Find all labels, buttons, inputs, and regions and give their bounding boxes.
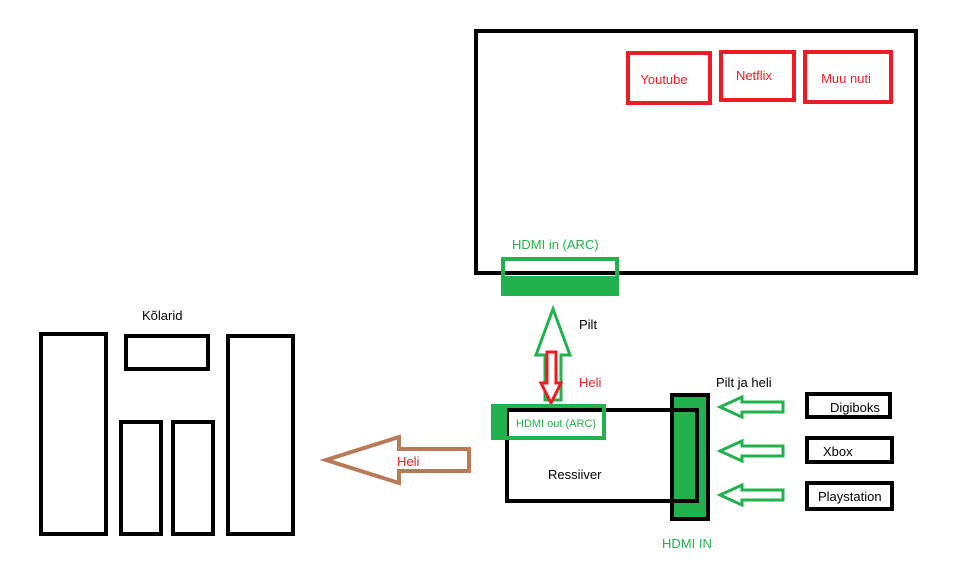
speaker-left	[39, 332, 108, 536]
receiver-hdmi-out-label: HDMI out (ARC)	[516, 418, 596, 430]
sound-to-speakers-label: Heli	[397, 454, 420, 469]
speaker-rear-right	[171, 420, 215, 536]
app-youtube-label: Youtube	[640, 72, 687, 87]
receiver-hdmi-in	[670, 393, 710, 521]
speaker-right	[226, 334, 295, 536]
source-playstation-label: Playstation	[818, 489, 882, 504]
sound-to-speakers-arrow	[319, 434, 471, 486]
speakers: Kõlarid	[39, 308, 295, 536]
tv-hdmi-port-label: HDMI in (ARC)	[512, 237, 599, 252]
app-muu-nuti-label: Muu nuti	[821, 71, 871, 86]
receiver: Ressiiver HDMI out (ARC) HDMI IN	[491, 393, 712, 551]
source-arrow-playstation	[716, 482, 785, 508]
source-playstation: Playstation	[805, 481, 894, 511]
sound-return-arrow-label: Heli	[579, 375, 602, 390]
tv-frame	[474, 29, 918, 275]
tv-hdmi-port	[501, 257, 619, 296]
source-arrow-digiboks	[716, 394, 785, 420]
receiver-hdmi-in-label: HDMI IN	[662, 536, 712, 551]
sound-return-arrow	[538, 350, 564, 407]
source-xbox-label: Xbox	[823, 444, 853, 459]
source-digiboks-label: Digiboks	[830, 400, 880, 415]
source-xbox: Xbox	[805, 436, 894, 464]
speaker-rear-left	[119, 420, 163, 536]
receiver-label: Ressiiver	[548, 467, 602, 482]
source-arrow-xbox	[716, 438, 785, 464]
app-muu-nuti: Muu nuti	[803, 50, 893, 104]
receiver-hdmi-out	[491, 404, 606, 440]
speakers-label: Kõlarid	[142, 308, 182, 323]
picture-arrow-label: Pilt	[579, 317, 597, 332]
sources-label: Pilt ja heli	[716, 375, 772, 390]
speaker-center	[124, 334, 210, 371]
source-digiboks: Digiboks	[805, 392, 892, 419]
tv: Youtube Netflix Muu nuti HDMI in (ARC)	[474, 29, 918, 296]
app-youtube: Youtube	[626, 51, 712, 105]
app-netflix: Netflix	[719, 50, 796, 102]
app-netflix-label: Netflix	[736, 68, 773, 83]
